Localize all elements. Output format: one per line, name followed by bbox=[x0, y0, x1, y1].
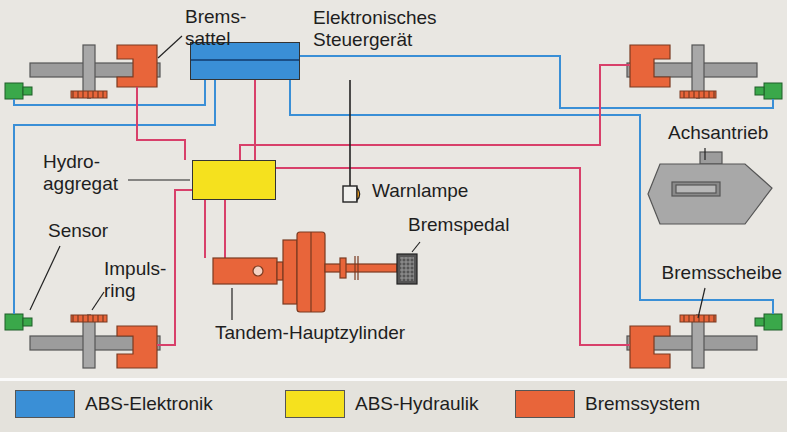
sensor-wires bbox=[14, 56, 773, 314]
tandem-master-cylinder bbox=[213, 232, 397, 312]
brake-pedal-label: Bremspedal bbox=[408, 214, 509, 236]
node-label: Hydro- aggregat bbox=[43, 151, 125, 195]
legend-swatch bbox=[285, 390, 345, 418]
warning-lamp-label: Warnlampe bbox=[372, 180, 468, 202]
wheel-brake-rear-right bbox=[627, 314, 782, 368]
legend-item: ABS-Elektronik bbox=[15, 390, 275, 420]
master-cylinder-label: Tandem-Hauptzylinder bbox=[215, 322, 405, 344]
label-text: Hydro- aggregat bbox=[43, 151, 118, 194]
control-line bbox=[254, 80, 256, 160]
wheel-brake-front-right bbox=[627, 45, 782, 99]
impulse-ring-label: Impuls- ring bbox=[104, 258, 170, 302]
legend-swatch bbox=[15, 390, 75, 418]
part-name: Bremsscheibe bbox=[662, 262, 782, 283]
legend-item: ABS-Hydraulik bbox=[285, 390, 545, 420]
part-name: Bremspedal bbox=[408, 214, 509, 235]
brake-lines bbox=[137, 65, 630, 345]
label-text: Elektronisches Steuergerät bbox=[313, 7, 437, 50]
hydraulic-unit-box: Hydro- aggregat bbox=[192, 160, 276, 200]
part-name: Impuls- ring bbox=[104, 258, 166, 301]
node-label: Elektronisches Steuergerät bbox=[313, 7, 483, 51]
warning-lamp-symbol bbox=[343, 186, 360, 202]
sensor-label: Sensor bbox=[48, 220, 108, 242]
legend-text: ABS-Hydraulik bbox=[355, 393, 479, 414]
leader-lines bbox=[30, 36, 705, 320]
legend-item: Bremssystem bbox=[515, 390, 775, 420]
control-unit-divider bbox=[191, 59, 299, 61]
caliper-label: Brems- sattel bbox=[185, 6, 257, 50]
part-name: Tandem-Hauptzylinder bbox=[215, 322, 405, 343]
legend-swatch bbox=[515, 390, 575, 418]
part-name: Sensor bbox=[48, 220, 108, 241]
axle-drive-label: Achsantrieb bbox=[668, 122, 768, 144]
legend-text: ABS-Elektronik bbox=[85, 393, 213, 414]
legend-text: Bremssystem bbox=[585, 393, 700, 414]
legend-label: Bremssystem bbox=[585, 393, 700, 415]
part-name: Warnlampe bbox=[372, 180, 468, 201]
brake-disc-label: Bremsscheibe bbox=[662, 262, 782, 284]
wheel-brake-rear-left bbox=[5, 314, 160, 368]
part-name: Brems- sattel bbox=[185, 6, 246, 49]
legend-label: ABS-Elektronik bbox=[85, 393, 213, 415]
axle-drive bbox=[648, 152, 772, 224]
brake-pedal-symbol bbox=[397, 254, 417, 284]
part-name: Achsantrieb bbox=[668, 122, 768, 143]
lamp-wire bbox=[349, 80, 351, 186]
legend-label: ABS-Hydraulik bbox=[355, 393, 479, 415]
